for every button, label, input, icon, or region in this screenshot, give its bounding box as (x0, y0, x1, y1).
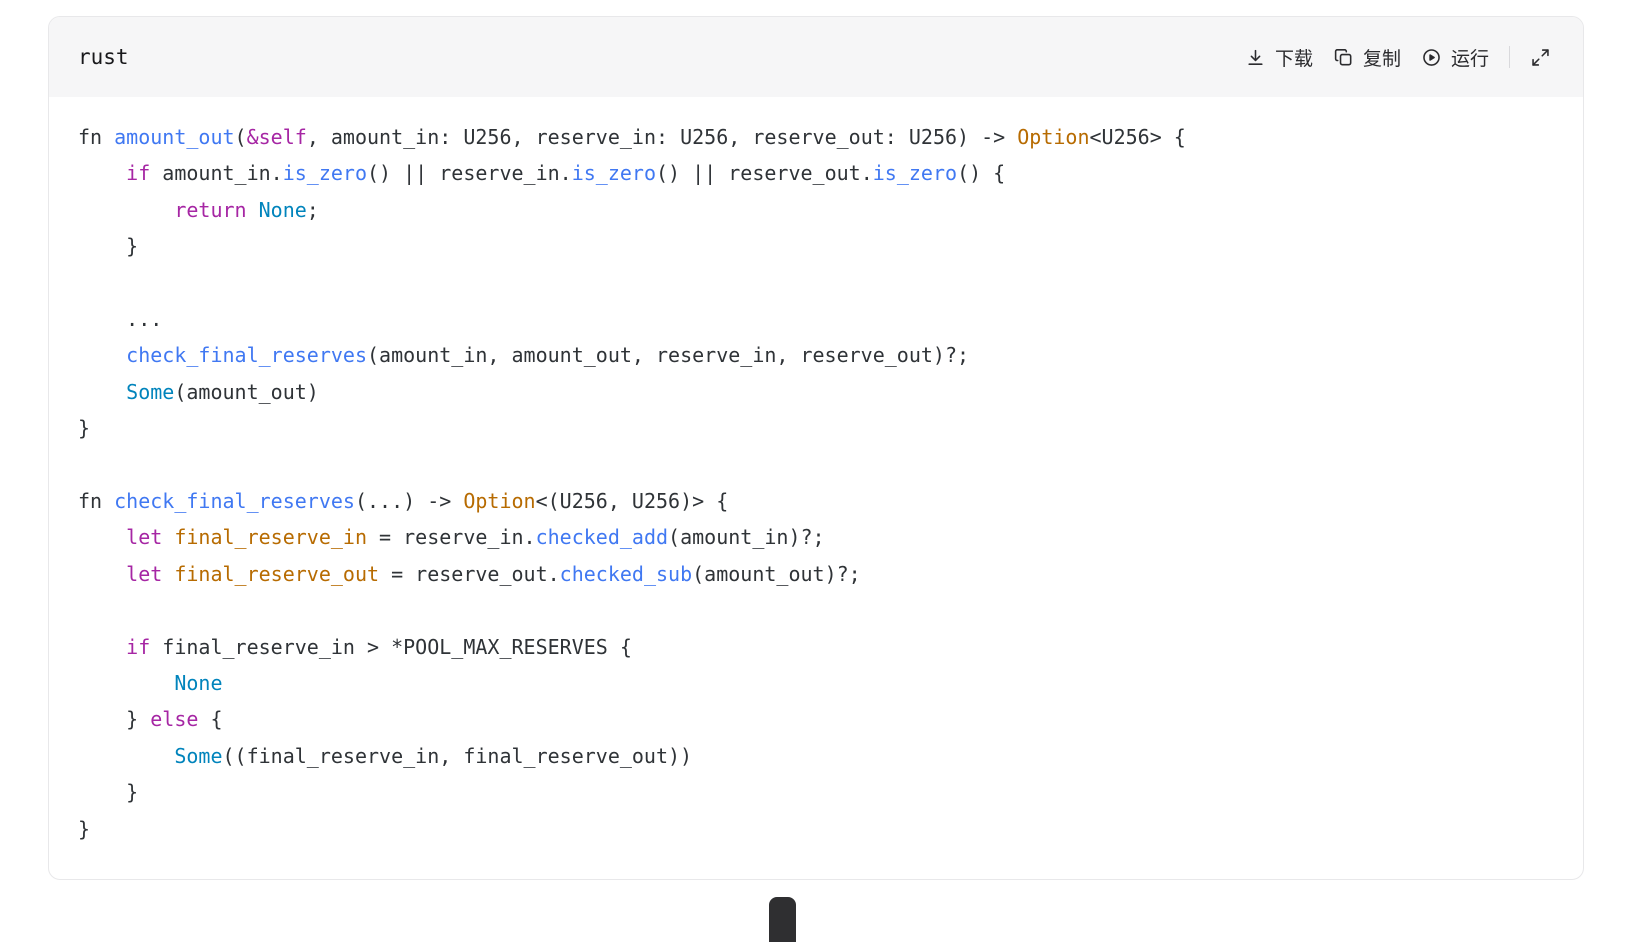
code-content: fn amount_out(&self, amount_in: U256, re… (49, 97, 1583, 879)
run-label: 运行 (1450, 48, 1489, 70)
code-block: rust 下载 复制 (48, 16, 1584, 881)
download-button[interactable]: 下载 (1235, 38, 1323, 77)
code-line: if amount_in.is_zero() || reserve_in.is_… (126, 161, 1006, 186)
run-icon (1421, 47, 1442, 68)
download-icon (1245, 47, 1266, 68)
code-toolbar: 下载 复制 运行 (1235, 38, 1561, 77)
code-line (78, 447, 1555, 483)
copy-button[interactable]: 复制 (1323, 38, 1411, 77)
code-line: if final_reserve_in > *POOL_MAX_RESERVES… (126, 634, 632, 659)
language-label: rust (78, 45, 129, 69)
code-line: let final_reserve_out = reserve_out.chec… (126, 561, 861, 586)
code-line (78, 592, 1555, 628)
code-line: None (174, 671, 223, 696)
code-block-header: rust 下载 复制 (49, 17, 1583, 97)
code-line: return None; (174, 197, 319, 222)
code-line: Some(amount_out) (126, 379, 319, 404)
code-line: ... (78, 307, 163, 332)
copy-icon (1333, 47, 1354, 68)
code-line: fn check_final_reserves(...) -> Option<(… (78, 489, 729, 514)
code-line: } (78, 416, 91, 441)
code-line: } else { (78, 707, 223, 732)
copy-label: 复制 (1362, 48, 1401, 70)
code-line: } (78, 234, 139, 259)
toolbar-divider (1509, 46, 1510, 68)
bottom-cutoff-element (769, 897, 796, 942)
code-line (78, 265, 1555, 301)
expand-button[interactable] (1520, 41, 1561, 74)
expand-icon (1530, 47, 1551, 68)
code-line: } (78, 780, 139, 805)
code-line: let final_reserve_in = reserve_in.checke… (126, 525, 825, 550)
code-line: Some((final_reserve_in, final_reserve_ou… (174, 743, 693, 768)
code-line: fn amount_out(&self, amount_in: U256, re… (78, 125, 1186, 149)
code-line: } (78, 816, 91, 841)
code-line: check_final_reserves(amount_in, amount_o… (126, 343, 970, 368)
run-button[interactable]: 运行 (1411, 38, 1499, 77)
download-label: 下载 (1274, 48, 1313, 70)
